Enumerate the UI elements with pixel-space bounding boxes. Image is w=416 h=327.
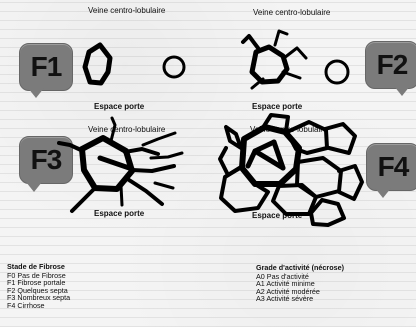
fibrose-legend: Stade de Fibrose F0 Pas de Fibrose F1 Fi…: [7, 263, 70, 309]
activite-legend-title: Grade d'activité (nécrose): [256, 264, 344, 272]
f1-central-vein: [164, 57, 184, 77]
f3-septum-upper-right: [125, 149, 158, 154]
fibrose-legend-title: Stade de Fibrose: [7, 263, 70, 271]
f3-thin-septum-1: [143, 133, 175, 145]
activite-legend-item: A3 Activité sévère: [256, 295, 344, 303]
f1-portal-space: [85, 45, 110, 83]
f3-septum-left: [59, 143, 83, 151]
f4-nodule-10: [311, 200, 344, 225]
fibrose-legend-item: F4 Cirrhose: [7, 302, 70, 310]
f2-septum-top-left: [243, 36, 258, 48]
f4-diagram: [220, 115, 362, 225]
f2-diagram: [243, 31, 348, 88]
f3-portal-space: [82, 138, 132, 189]
f4-nodule-4: [297, 158, 341, 197]
activite-legend: Grade d'activité (nécrose) A0 Pas d'acti…: [256, 264, 344, 303]
f2-septum-right: [284, 48, 306, 58]
f4-nodule-7: [220, 148, 240, 175]
f4-nodule-2: [264, 115, 288, 131]
f2-central-vein: [326, 61, 348, 83]
f4-nodule-9: [339, 166, 362, 199]
f3-septum-bottom: [121, 186, 122, 205]
f3-thin-septum-3: [155, 183, 173, 188]
f2-portal-space: [252, 47, 287, 82]
f3-septum-lower-left: [72, 188, 95, 211]
f4-nodule-5: [273, 185, 316, 214]
f4-nodule-8: [325, 124, 355, 153]
f2-septum-top: [275, 31, 287, 45]
f4-nodule-1: [226, 127, 241, 148]
f1-diagram: [85, 45, 184, 83]
f3-diagram: [59, 118, 182, 211]
f3-septum-top: [111, 118, 115, 141]
f3-septum-right: [132, 166, 174, 171]
